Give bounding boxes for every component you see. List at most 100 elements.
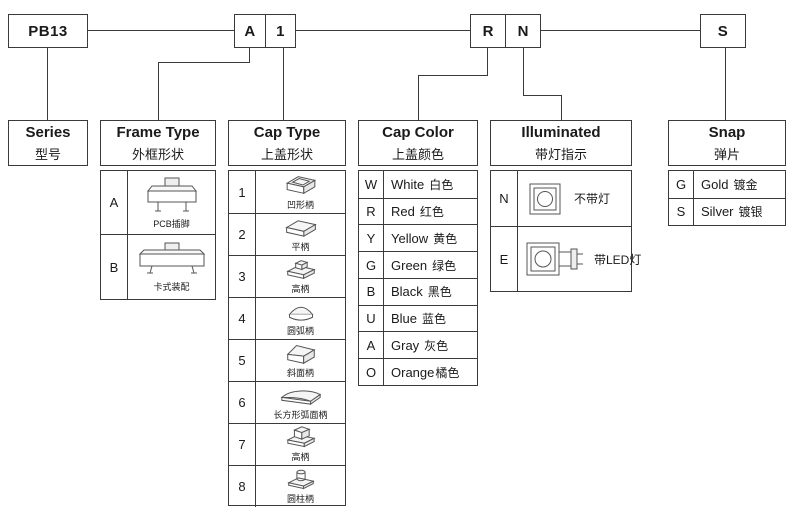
cap-row-label: 长方形弧面柄	[273, 410, 328, 420]
cap-tall-cube-icon	[281, 426, 321, 449]
color-row-code: B	[359, 278, 384, 305]
color-row-en: Orange	[391, 364, 435, 380]
color-title: Cap Color	[382, 123, 454, 141]
snap-title: Snap	[708, 123, 746, 141]
color-row-en: Yellow	[391, 230, 429, 246]
cap-row-code: 1	[229, 171, 256, 213]
snap-header: Snap 弹片	[668, 120, 786, 166]
illum-code: N	[505, 15, 540, 47]
color-row-zh: 白色	[429, 177, 454, 192]
cap-row-8: 8 圆柱柄	[229, 465, 345, 507]
snap-row-en: Gold	[701, 176, 729, 192]
illum-header: Illuminated 带灯指示	[490, 120, 632, 166]
color-row-u: U Blue 蓝色	[359, 304, 477, 332]
illum-title: Illuminated	[521, 123, 601, 141]
color-row-zh: 绿色	[432, 258, 457, 273]
frame-row-a: A PCB插脚	[101, 171, 215, 234]
cap-cylinder-icon	[281, 468, 321, 491]
connector-line	[725, 48, 726, 120]
snap-row-zh: 镀金	[733, 177, 758, 192]
color-row-en: Red	[391, 204, 415, 220]
cap-row-label: 高柄	[291, 284, 310, 294]
snap-subtitle: 弹片	[713, 146, 740, 162]
cap-slanted-icon	[281, 342, 321, 365]
cap-row-1: 1 凹形柄	[229, 171, 345, 213]
color-row-y: Y Yellow 黄色	[359, 224, 477, 252]
illum-table: N 不带灯 E 带LED	[490, 170, 641, 292]
series-subtitle: 型号	[34, 146, 61, 162]
connector-line	[158, 62, 250, 63]
cap-tall-icon	[281, 258, 321, 281]
illum-no-lamp-icon	[524, 180, 568, 218]
cap-row-label: 平柄	[291, 242, 310, 252]
frame-row-b: B 卡式装配	[101, 234, 215, 299]
color-row-code: R	[359, 198, 384, 225]
snap-row-code: G	[669, 171, 694, 198]
color-row-code: Y	[359, 225, 384, 252]
frame-row-label: 卡式装配	[153, 282, 190, 292]
connector-line	[283, 48, 284, 120]
color-row-o: O Orange 橘色	[359, 358, 477, 385]
color-row-en: Blue	[391, 311, 418, 327]
color-header: Cap Color 上盖颜色	[358, 120, 478, 166]
cap-row-6: 6 长方形弧面柄	[229, 381, 345, 423]
color-row-g: G Green 绿色	[359, 251, 477, 278]
color-row-code: A	[359, 332, 384, 359]
color-row-zh: 灰色	[424, 338, 449, 353]
cap-flat-icon	[281, 216, 321, 239]
cap-row-7: 7 高柄	[229, 423, 345, 465]
cap-row-code: 8	[229, 466, 256, 507]
color-row-en: White	[391, 176, 425, 192]
frame-header: Frame Type 外框形状	[100, 120, 216, 166]
illum-subtitle: 带灯指示	[534, 146, 587, 162]
color-row-code: U	[359, 305, 384, 332]
cap-long-arc-icon	[279, 384, 323, 407]
frame-table: A PCB插脚 B	[100, 170, 216, 300]
snap-code-box: S	[700, 14, 746, 48]
connector-line	[418, 75, 488, 76]
cap-row-label: 圆弧柄	[286, 326, 314, 336]
illum-led-lamp-icon	[524, 237, 588, 281]
frame-title: Frame Type	[116, 123, 200, 141]
series-title: Series	[25, 123, 71, 141]
color-row-b: B Black 黑色	[359, 277, 477, 305]
color-row-en: Black	[391, 284, 423, 300]
cap-row-code: 4	[229, 298, 256, 339]
cap-subtitle: 上盖形状	[260, 146, 313, 162]
color-row-w: W White 白色	[359, 171, 477, 198]
illum-row-e: E 带LED灯	[491, 226, 641, 291]
color-row-code: G	[359, 252, 384, 278]
cap-row-code: 6	[229, 382, 256, 423]
cap-row-code: 7	[229, 424, 256, 465]
cap-row-3: 3 高柄	[229, 255, 345, 297]
color-illum-code-box: R N	[470, 14, 541, 48]
illum-row-code: E	[491, 227, 518, 291]
color-table: W White 白色 R Red 红色 Y Yellow 黄色 G Green	[358, 170, 478, 386]
color-row-en: Gray	[391, 337, 420, 353]
cap-concave-icon	[281, 173, 321, 197]
snap-row-s: S Silver 镀银	[669, 197, 785, 225]
snap-row-g: G Gold 镀金	[669, 171, 785, 198]
cap-row-2: 2 平柄	[229, 213, 345, 255]
frame-code: A	[244, 22, 256, 40]
illum-row-code: N	[491, 171, 518, 227]
cap-row-label: 圆柱柄	[286, 494, 314, 504]
cap-dome-icon	[281, 300, 321, 323]
cap-header: Cap Type 上盖形状	[228, 120, 346, 166]
snap-row-zh: 镀银	[738, 205, 763, 220]
cap-table: 1 凹形柄 2 平柄	[228, 170, 346, 507]
snap-row-code: S	[669, 198, 694, 225]
snap-table: G Gold 镀金 S Silver 镀银	[668, 170, 786, 226]
color-subtitle: 上盖颜色	[391, 146, 444, 162]
frame-row-label: PCB插脚	[153, 218, 190, 229]
illum-row-n: N 不带灯	[491, 171, 631, 227]
color-row-en: Green	[391, 257, 428, 273]
connector-line	[541, 30, 700, 31]
series-code-box: PB13	[8, 14, 88, 48]
color-row-zh: 黄色	[433, 231, 458, 246]
cap-row-code: 5	[229, 340, 256, 381]
illum-row-label: 带LED灯	[594, 252, 642, 267]
frame-row-code: A	[101, 171, 128, 234]
color-row-zh: 红色	[419, 205, 444, 220]
color-code: R	[482, 22, 494, 40]
